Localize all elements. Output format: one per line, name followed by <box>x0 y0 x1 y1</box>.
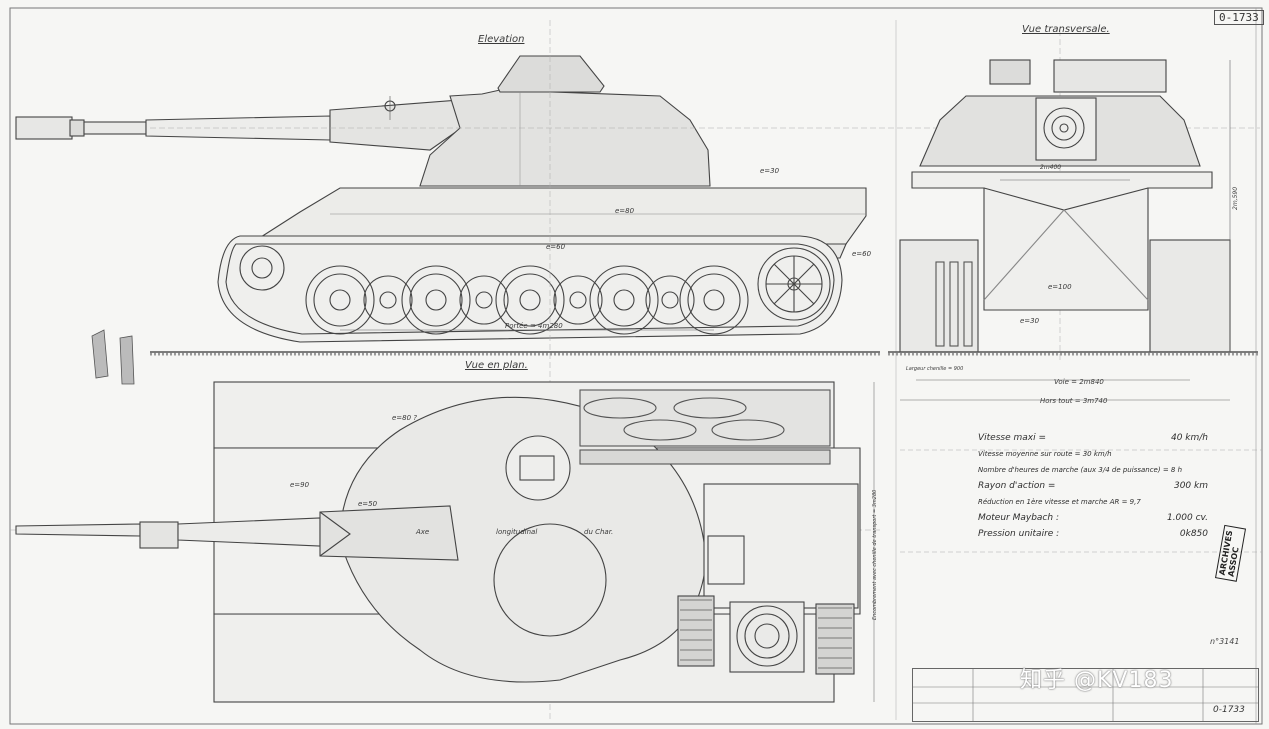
spec-label: Nombre d'heures de marche (aux 3/4 de pu… <box>978 466 1183 474</box>
spec-label: Vitesse maxi = <box>978 433 1047 443</box>
spec-row: Rayon d'action = 300 km <box>978 478 1208 494</box>
side-elevation-view <box>15 55 880 356</box>
spec-label: Vitesse moyenne sur route = 30 km/h <box>978 450 1112 458</box>
spec-value: 0k850 <box>1179 529 1208 539</box>
spec-row: Vitesse moyenne sur route = 30 km/h <box>978 446 1208 462</box>
spec-row: Réduction en 1ère vitesse et marche AR =… <box>978 494 1208 510</box>
track-gauge-dimension: Voie = 2m840 <box>1054 378 1104 386</box>
title-block-number: 0-1733 <box>1213 705 1245 715</box>
du-char-label: du Char. <box>584 528 614 536</box>
watermark: 知乎 @KV183 <box>1020 668 1174 693</box>
armor-side-label: e=60 <box>546 243 566 251</box>
road-wheels-elevation <box>305 265 749 335</box>
gun-barrel-elevation <box>15 99 471 151</box>
axe-label: Axe <box>416 528 430 536</box>
title-block-grid <box>913 669 1258 721</box>
longitudinal-label: longitudinal <box>496 528 538 536</box>
plan-view-title: Vue en plan. <box>465 360 528 371</box>
title-block: 0-1733 <box>912 668 1259 722</box>
transverse-view <box>888 59 1258 401</box>
spec-row: Pression unitaire : 0k850 <box>978 526 1208 542</box>
spec-value: 40 km/h <box>1170 433 1208 443</box>
track-width-label: Largeur chenille = 900 <box>906 366 964 372</box>
spec-row: Nombre d'heures de marche (aux 3/4 de pu… <box>978 462 1208 478</box>
spec-label: Moteur Maybach : <box>978 513 1059 523</box>
drive-sprocket-elevation <box>757 247 831 321</box>
sheet-border <box>9 7 1263 725</box>
spec-row: Moteur Maybach : 1.000 cv. <box>978 510 1208 526</box>
armor-bottom-label: e=30 <box>1020 317 1040 325</box>
armor-roof-label: e=30 <box>760 167 780 175</box>
elevation-view-title: Elevation <box>478 34 525 45</box>
spec-table: Vitesse maxi = 40 km/h Vitesse moyenne su… <box>978 430 1208 542</box>
spec-value: 1.000 cv. <box>1166 513 1208 523</box>
spec-label: Pression unitaire : <box>978 529 1060 539</box>
height-dimension: 2m,590 <box>1232 186 1239 210</box>
transport-note: Encombrement avec chenille de transport … <box>872 489 878 620</box>
reference-number: n°3141 <box>1210 637 1240 646</box>
hull-transverse <box>911 171 1213 311</box>
engine-deck-plan <box>677 483 859 675</box>
drawing-number-box: 0-1733 <box>1214 10 1264 25</box>
armor-plan-label: e=80 ? <box>392 414 418 422</box>
turret-elevation <box>384 55 711 187</box>
track-transverse-left <box>899 239 979 353</box>
plan-view <box>15 381 875 703</box>
idler-wheel-elevation <box>239 245 285 291</box>
armor-belly-label: e=100 <box>1048 283 1072 291</box>
armor-plan-90-label: e=90 <box>290 481 310 489</box>
armor-hull-label: e=80 <box>615 207 635 215</box>
margin-marks <box>91 329 135 385</box>
track-transverse-right <box>1149 239 1231 353</box>
spec-value: 300 km <box>1173 481 1208 491</box>
spec-row: Vitesse maxi = 40 km/h <box>978 430 1208 446</box>
overall-width-dimension: Hors tout = 3m740 <box>1040 397 1108 405</box>
portee-dimension: Portée = 4m280 <box>505 322 563 330</box>
suspension-plan <box>579 389 831 465</box>
armor-front-label: e=60 <box>852 250 872 258</box>
turret-width-dimension: 2m400 <box>1040 164 1062 171</box>
armor-mantlet-label: e=50 <box>358 500 378 508</box>
gun-plan <box>15 505 459 561</box>
spec-label: Réduction en 1ère vitesse et marche AR =… <box>978 498 1141 506</box>
transverse-view-title: Vue transversale. <box>1022 24 1110 35</box>
spec-label: Rayon d'action = <box>978 481 1056 491</box>
